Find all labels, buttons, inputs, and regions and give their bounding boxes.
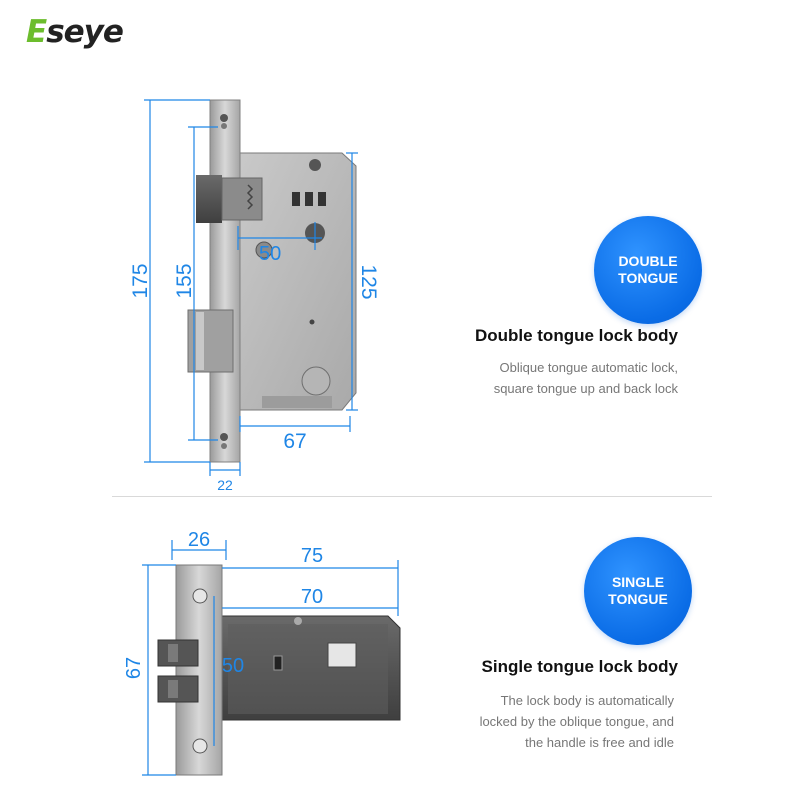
single-tongue-description: The lock body is automatically locked by…	[480, 690, 674, 753]
section-divider	[112, 496, 712, 497]
double-lock-dimensions	[144, 99, 358, 476]
dim-67-single: 67	[123, 657, 145, 679]
double-tongue-description: Oblique tongue automatic lock, square to…	[494, 357, 678, 399]
dim-50-single: 50	[222, 655, 244, 677]
double-lock-image	[187, 99, 357, 463]
single-badge-line1: SINGLE	[611, 574, 665, 590]
dim-50-double: 50	[259, 243, 281, 265]
double-tongue-badge: DOUBLE TONGUE	[594, 216, 702, 324]
brand-logo: Eseye	[26, 14, 124, 50]
double-lock-dimension-labels: 175 155 50 125 67 22	[129, 243, 380, 493]
double-badge-line1: DOUBLE	[618, 253, 678, 269]
single-tongue-badge: SINGLE TONGUE	[584, 537, 692, 645]
single-badge-line2: TONGUE	[608, 591, 668, 607]
double-desc-line: square tongue up and back lock	[493, 381, 678, 396]
single-desc-line: the handle is free and idle	[525, 735, 674, 750]
single-lock-image	[157, 564, 401, 776]
dim-175: 175	[129, 263, 152, 298]
single-lock-dimension-labels: 26 75 70 67 50	[123, 529, 323, 679]
single-lock-dimensions	[142, 540, 399, 776]
single-desc-line: The lock body is automatically	[500, 693, 674, 708]
dim-67-double: 67	[283, 430, 306, 453]
double-tongue-title: Double tongue lock body	[474, 326, 678, 345]
dim-75: 75	[301, 545, 323, 567]
dim-70: 70	[301, 586, 323, 608]
single-tongue-title: Single tongue lock body	[481, 657, 678, 676]
double-badge-line2: TONGUE	[618, 270, 678, 286]
dim-125: 125	[357, 264, 380, 299]
dim-155: 155	[173, 263, 196, 298]
dim-26: 26	[188, 529, 210, 551]
dim-22: 22	[217, 477, 233, 493]
single-desc-line: locked by the oblique tongue, and	[479, 714, 674, 729]
double-desc-line: Oblique tongue automatic lock,	[499, 360, 679, 375]
